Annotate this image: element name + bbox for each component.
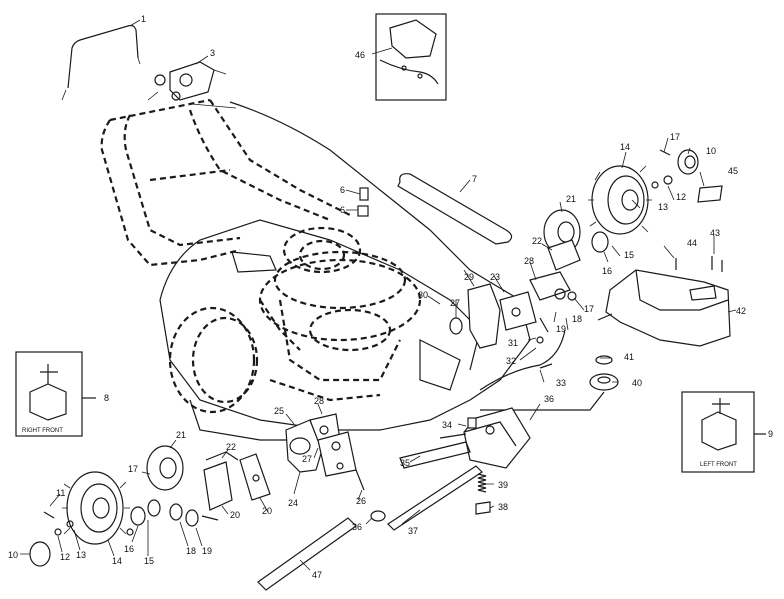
label-17c: 17 <box>128 464 138 474</box>
inset-46 <box>375 13 447 101</box>
inset-left-front-label: LEFT FRONT <box>700 462 737 468</box>
right-drive-wheel <box>588 165 652 235</box>
left-gearbox-cluster <box>285 413 365 491</box>
rear-wheel-left <box>168 306 259 414</box>
label-30: 30 <box>418 290 428 300</box>
label-13: 13 <box>658 202 668 212</box>
label-11: 11 <box>56 488 65 498</box>
label-19: 19 <box>556 324 566 334</box>
label-10b: 10 <box>8 550 18 560</box>
label-37: 37 <box>408 526 418 536</box>
bushing-36 <box>370 510 386 522</box>
label-7: 7 <box>472 174 477 184</box>
label-17b: 17 <box>584 304 594 314</box>
label-24: 24 <box>288 498 298 508</box>
bracket-22 <box>547 239 581 271</box>
part-labels: 1 3 46 7 14 17 10 45 13 12 21 22 16 15 4… <box>8 14 773 580</box>
label-21b: 21 <box>176 430 186 440</box>
label-45: 45 <box>728 166 738 176</box>
label-21: 21 <box>566 194 576 204</box>
label-13b: 13 <box>76 550 86 560</box>
label-12b: 12 <box>60 552 70 562</box>
label-38: 38 <box>498 502 508 512</box>
label-34: 34 <box>442 420 452 430</box>
label-47: 47 <box>312 570 322 580</box>
spring-39-nut-38 <box>475 473 491 515</box>
label-10: 10 <box>706 146 716 156</box>
mower-deck <box>159 101 531 441</box>
label-22b: 22 <box>226 442 236 452</box>
axle-rod-47 <box>257 517 357 591</box>
label-23: 23 <box>490 272 500 282</box>
label-27: 27 <box>450 298 460 308</box>
drive-belt <box>397 173 513 245</box>
label-22: 22 <box>532 236 542 246</box>
label-36: 36 <box>544 394 554 404</box>
label-43: 43 <box>710 228 720 238</box>
label-33: 33 <box>556 378 566 388</box>
label-16: 16 <box>602 266 612 276</box>
pulley-40-41 <box>589 355 619 391</box>
label-36b: 36 <box>352 522 362 532</box>
label-28b: 28 <box>314 396 324 406</box>
label-42: 42 <box>736 306 746 316</box>
label-15: 15 <box>624 250 634 260</box>
label-6a: 6 <box>340 185 345 195</box>
label-19b: 19 <box>202 546 212 556</box>
handle-outline <box>100 98 351 267</box>
label-15b: 15 <box>144 556 154 566</box>
label-20a: 20 <box>262 506 272 516</box>
handle-bail <box>61 24 141 101</box>
label-18: 18 <box>572 314 582 324</box>
label-39: 39 <box>498 480 508 490</box>
label-29: 29 <box>464 272 474 282</box>
inset-left-front <box>681 391 766 473</box>
label-18b: 18 <box>186 546 196 556</box>
label-17: 17 <box>670 132 680 142</box>
inset-right-front-label: RIGHT FRONT <box>22 428 63 434</box>
label-35: 35 <box>400 458 410 468</box>
label-40: 40 <box>632 378 642 388</box>
label-41: 41 <box>624 352 634 362</box>
label-27b: 27 <box>302 454 312 464</box>
label-14: 14 <box>620 142 630 152</box>
label-31: 31 <box>508 338 518 348</box>
screws-43-44 <box>597 256 723 321</box>
label-8: 8 <box>104 393 109 403</box>
right-hubcap-set <box>651 149 699 189</box>
leader-lines <box>20 19 737 571</box>
control-bracket <box>147 61 237 109</box>
left-drive-wheel <box>62 471 130 545</box>
engine-outline <box>258 250 422 402</box>
rear-wheel-top <box>282 226 362 274</box>
label-9: 9 <box>768 429 773 439</box>
gearbox-cluster <box>449 271 577 349</box>
inset-right-front <box>15 351 96 437</box>
fasteners-6 <box>357 187 369 217</box>
label-46: 46 <box>355 50 365 60</box>
transmission-assembly <box>399 407 531 469</box>
label-32: 32 <box>506 356 516 366</box>
label-1: 1 <box>141 14 146 24</box>
label-20b: 20 <box>230 510 240 520</box>
label-12: 12 <box>676 192 686 202</box>
label-14b: 14 <box>112 556 122 566</box>
label-26: 26 <box>356 496 366 506</box>
rear-bagger-42 <box>605 269 731 347</box>
drive-shaft-37 <box>387 465 483 531</box>
label-16b: 16 <box>124 544 134 554</box>
label-25: 25 <box>274 406 284 416</box>
label-3: 3 <box>210 48 215 58</box>
label-28: 28 <box>524 256 534 266</box>
decal-45 <box>697 185 723 203</box>
control-cable-33 <box>479 329 566 391</box>
label-6b: 6 <box>340 205 345 215</box>
gear-16 <box>591 231 609 253</box>
label-44: 44 <box>687 238 697 248</box>
linkage-rod <box>480 391 605 411</box>
left-wheel-hardware <box>130 445 271 527</box>
